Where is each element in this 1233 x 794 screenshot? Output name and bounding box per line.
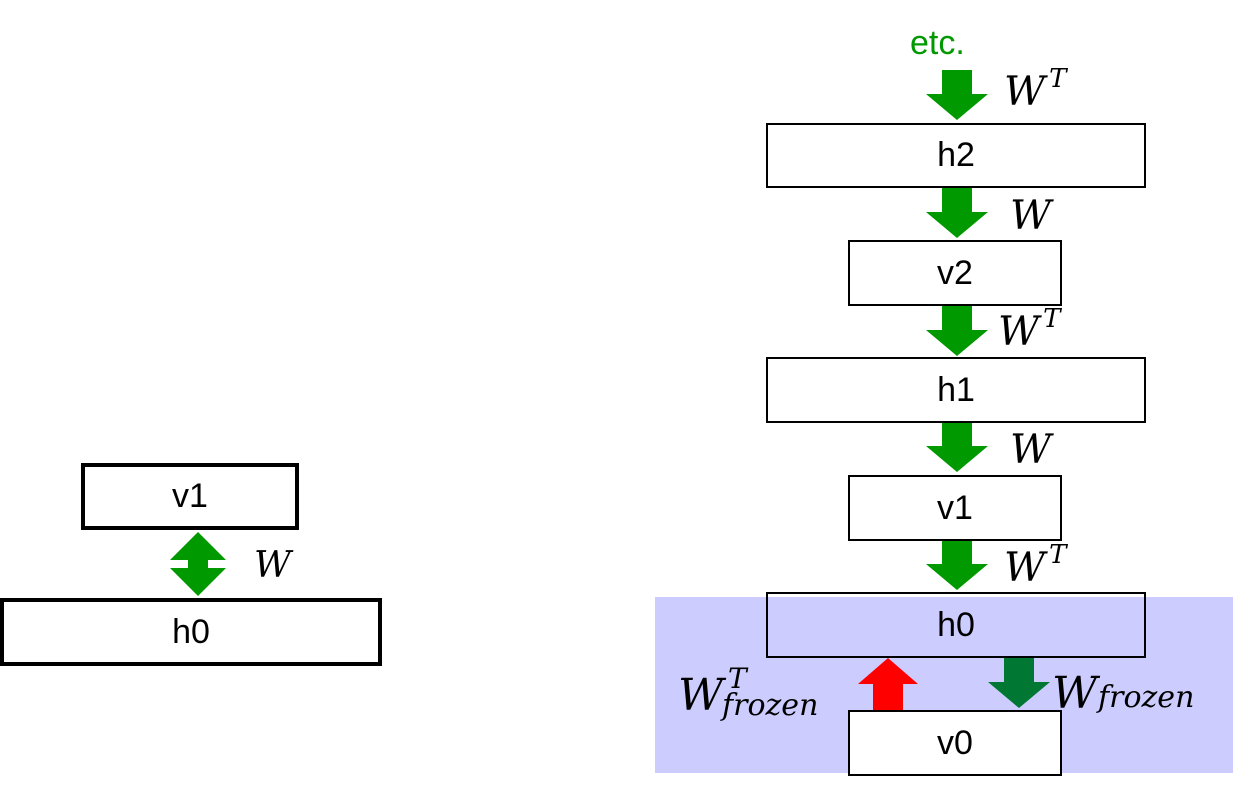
down-arrow-icon — [926, 70, 988, 120]
left-h0-label: h0 — [172, 612, 210, 651]
right-h2-box: h2 — [766, 123, 1146, 188]
right-v0-label: v0 — [937, 723, 973, 762]
left-weight-label: W — [254, 545, 292, 586]
right-v2-box: v2 — [848, 240, 1062, 306]
down-arrow-icon — [926, 188, 988, 238]
right-h1-label: h1 — [937, 370, 975, 409]
etc-label: etc. — [910, 24, 965, 62]
left-h0-box: h0 — [0, 598, 382, 666]
left-v1-label: v1 — [172, 477, 208, 515]
up-arrow-icon — [858, 658, 918, 710]
weight-label-1: W — [1010, 193, 1052, 239]
weight-frozen-label: W frozen — [1052, 668, 1195, 719]
down-arrow-icon — [988, 657, 1050, 708]
right-v0-box: v0 — [848, 710, 1062, 776]
right-v1-box: v1 — [848, 475, 1062, 541]
right-h1-box: h1 — [766, 357, 1146, 423]
weight-transpose-frozen-label: W T frozen — [678, 662, 819, 723]
right-h0-label: h0 — [937, 605, 975, 644]
down-arrow-icon — [926, 422, 988, 472]
right-h0-box: h0 — [766, 592, 1146, 658]
double-arrow-icon — [170, 532, 226, 596]
right-v2-label: v2 — [937, 253, 973, 292]
down-arrow-icon — [926, 540, 988, 590]
weight-label-2: W — [1010, 427, 1052, 473]
right-v1-label: v1 — [937, 488, 973, 527]
left-v1-box: v1 — [81, 463, 299, 530]
right-h2-label: h2 — [937, 136, 975, 174]
down-arrow-icon — [926, 306, 988, 356]
